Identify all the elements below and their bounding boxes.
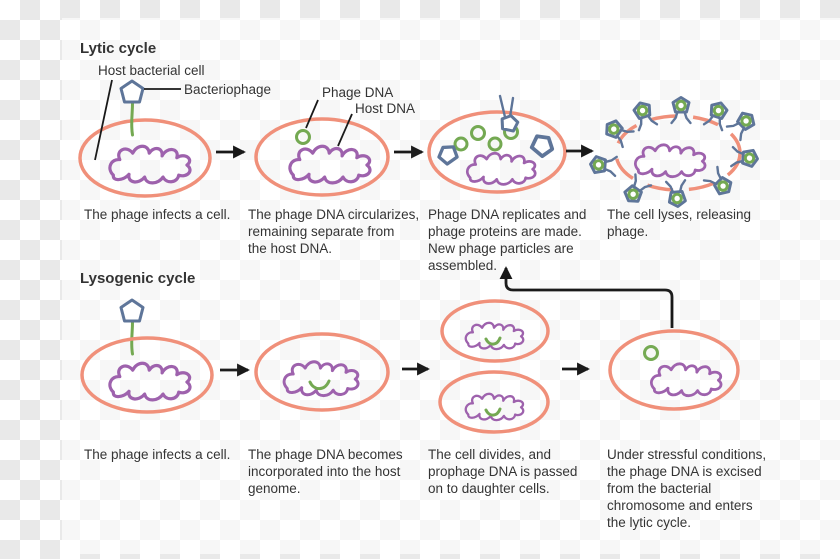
host-cell-pointer-line <box>94 79 113 161</box>
prophage-segment-icon <box>308 379 331 391</box>
lytic-stage3-cell <box>427 94 567 194</box>
lysogenic-cycle-title: Lysogenic cycle <box>80 270 196 287</box>
lytic-stage2-cell <box>254 99 390 197</box>
lytic-stage4-lysing-cell <box>588 96 760 209</box>
lysogenic-stage3-daughter-cells <box>438 299 550 434</box>
lysogenic-bacteriophage-icon <box>119 298 145 356</box>
lysogenic-caption-2: The phage DNA becomes incorporated into … <box>248 447 403 496</box>
reentry-elbow-arrow-icon <box>499 266 674 328</box>
phage-dna-label: Phage DNA <box>322 85 394 100</box>
lytic-caption-3: Phage DNA replicates and phage proteins … <box>428 207 587 273</box>
lysogenic-caption-3: The cell divides, and prophage DNA is pa… <box>428 447 578 496</box>
lytic-caption-4: The cell lyses, releasing phage. <box>607 207 752 239</box>
lysogenic-stage4-cell <box>608 329 740 411</box>
host-dna-label: Host DNA <box>355 101 416 116</box>
bacteriophage-icon <box>119 79 181 137</box>
excised-phage-dna-icon <box>643 345 659 361</box>
prophage-segment-icon <box>484 336 502 346</box>
circular-phage-dna-icon <box>295 129 311 145</box>
bacteriophage-label: Bacteriophage <box>184 82 272 97</box>
lytic-cycle-title: Lytic cycle <box>80 40 157 57</box>
lytic-caption-2: The phage DNA circularizes, remaining se… <box>248 207 420 256</box>
lysogenic-stage2-cell <box>254 332 390 412</box>
host-bacterial-cell-label: Host bacterial cell <box>98 63 205 78</box>
host-dna-pointer-line <box>337 113 353 147</box>
lysogenic-stage1-cell <box>80 336 214 414</box>
lysogenic-caption-1: The phage infects a cell. <box>84 447 231 462</box>
lysogenic-caption-4: Under stressful conditions, the phage DN… <box>607 447 767 530</box>
prophage-segment-icon <box>484 407 502 417</box>
phage-dna-pointer-line <box>305 99 319 129</box>
lytic-stage1-cell <box>78 79 212 198</box>
lytic-caption-1: The phage infects a cell. <box>84 207 231 222</box>
